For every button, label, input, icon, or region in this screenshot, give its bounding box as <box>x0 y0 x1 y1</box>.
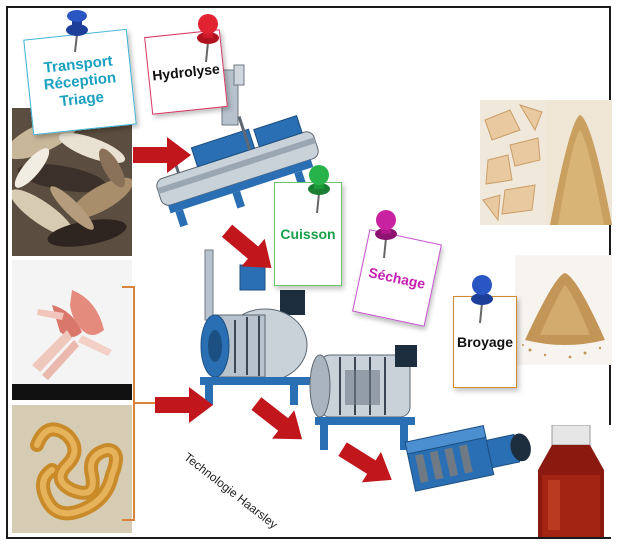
dryer-machine <box>309 345 417 450</box>
blue-pin-icon <box>66 10 88 53</box>
feathers-photo <box>12 108 132 256</box>
blue-pin-broyage-icon <box>471 275 493 324</box>
step-label-sechage: Séchage <box>367 264 427 292</box>
arrow-cooker-to-dryer <box>251 397 303 440</box>
arrow-bracket-to-cooker <box>155 387 213 423</box>
arrow-dryer-to-grinder <box>338 442 392 483</box>
step-label-broyage: Broyage <box>456 333 514 350</box>
step-note-broyage: Broyage <box>453 296 517 388</box>
oil-flask-photo <box>530 425 612 537</box>
green-pin-icon <box>308 165 330 214</box>
arrow-feathers-to-hydrolyse <box>133 137 191 173</box>
arrow-hydrolyse-to-cuisson <box>221 224 272 268</box>
chicken-feet-photo <box>12 260 132 400</box>
flakes-and-meal-photo <box>480 100 612 225</box>
step-label-transport: Transport Réception Triage <box>42 52 117 110</box>
hydrolyser-machine <box>156 64 319 228</box>
grinder-machine <box>404 425 531 492</box>
cooker-machine <box>200 249 310 405</box>
powder-photo <box>515 255 612 365</box>
magenta-pin-icon <box>375 210 397 259</box>
intestines-photo <box>12 405 132 533</box>
step-label-cuisson: Cuisson <box>280 225 336 242</box>
step-note-cuisson: Cuisson <box>274 182 342 286</box>
raw-materials-bracket <box>122 286 156 521</box>
red-pin-icon <box>197 14 219 63</box>
